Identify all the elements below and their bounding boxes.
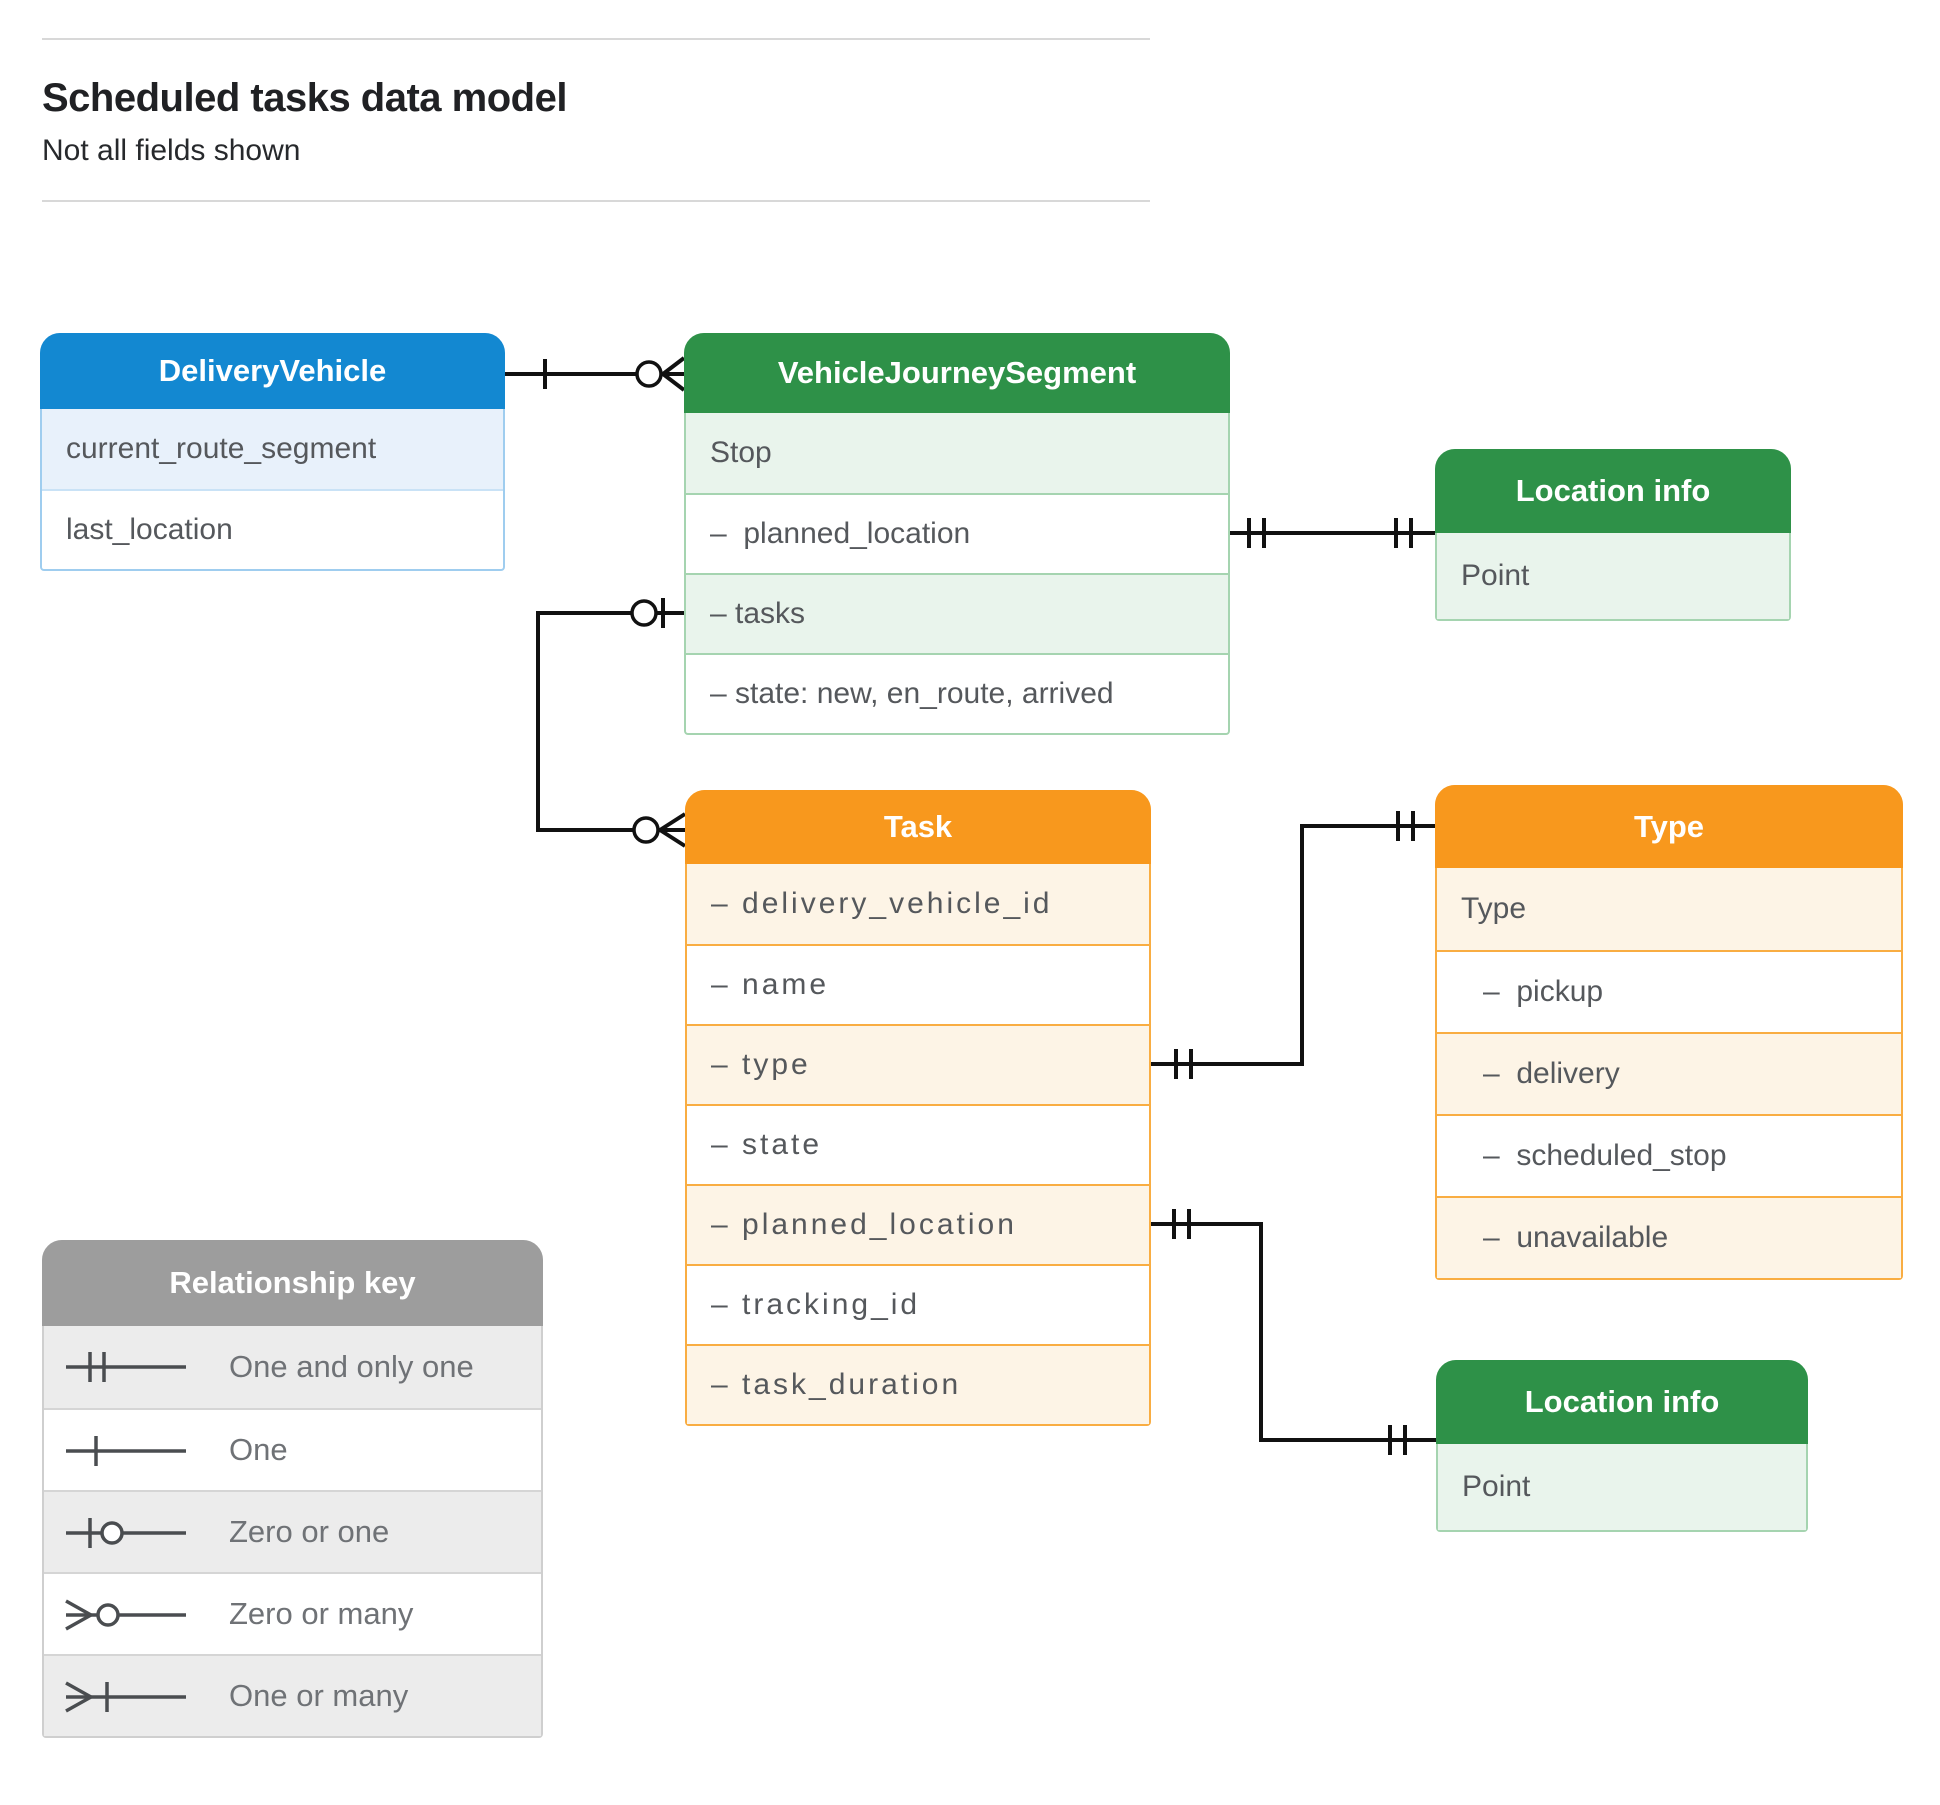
field-last-location: last_location <box>42 489 503 569</box>
legend-label: Zero or one <box>229 1514 390 1549</box>
page-title: Scheduled tasks data model <box>42 76 567 120</box>
legend-label: One and only one <box>229 1349 474 1384</box>
entity-location-info-top: Location info Point <box>1435 449 1791 621</box>
entity-location-info-bottom: Location info Point <box>1436 1360 1808 1532</box>
zero-or-one-icon <box>66 1518 186 1548</box>
entity-type: Type Type – pickup – delivery – schedule… <box>1435 785 1903 1280</box>
one-icon <box>66 1436 186 1466</box>
field-delivery-vehicle-id: – delivery_vehicle_id <box>687 864 1149 944</box>
one-or-many-icon <box>65 1681 186 1713</box>
connector-vehiclejourneysegment-to-location-info <box>1230 518 1435 548</box>
field-tasks: – tasks <box>686 573 1228 653</box>
one-and-only-one-glyph <box>1174 1049 1193 1079</box>
one-and-only-one-glyph <box>1396 811 1415 841</box>
connector-task-to-type <box>1151 811 1435 1079</box>
zero-or-many-icon <box>65 1599 186 1631</box>
entity-task: Task – delivery_vehicle_id – name – type… <box>685 790 1151 1426</box>
legend-label: One <box>229 1432 288 1467</box>
value-pickup: – pickup <box>1437 950 1901 1032</box>
relationship-key: Relationship key One and only one One Ze… <box>42 1240 543 1738</box>
page-subtitle: Not all fields shown <box>42 134 301 167</box>
entity-location-info-bottom-title: Location info <box>1436 1360 1808 1444</box>
legend-label: One or many <box>229 1678 409 1713</box>
top-rule <box>42 38 1150 40</box>
one-and-only-one-glyph <box>1388 1425 1407 1455</box>
field-stop: Stop <box>686 413 1228 493</box>
many-glyph <box>661 356 686 392</box>
zero-glyph <box>635 360 663 388</box>
zero-glyph <box>632 816 660 844</box>
legend-item-zero-or-many: Zero or many <box>44 1572 541 1654</box>
field-type-name: Type <box>1437 868 1901 950</box>
value-unavailable: – unavailable <box>1437 1196 1901 1278</box>
entity-type-title: Type <box>1435 785 1903 868</box>
connector-task-to-location-info <box>1151 1209 1436 1455</box>
field-tracking-id: – tracking_id <box>687 1264 1149 1344</box>
entity-vehicle-journey-segment-title: VehicleJourneySegment <box>684 333 1230 413</box>
field-task-duration: – task_duration <box>687 1344 1149 1424</box>
legend-item-one-or-many: One or many <box>44 1654 541 1736</box>
many-glyph <box>658 812 687 848</box>
legend-item-zero-or-one: Zero or one <box>44 1490 541 1572</box>
field-task-state: – state <box>687 1104 1149 1184</box>
one-and-only-one-icon <box>66 1352 186 1382</box>
value-delivery: – delivery <box>1437 1032 1901 1114</box>
connector-deliveryvehicle-to-vehiclejourneysegment <box>505 356 686 392</box>
entity-task-title: Task <box>685 790 1151 864</box>
entity-delivery-vehicle: DeliveryVehicle current_route_segment la… <box>40 333 505 571</box>
entity-vehicle-journey-segment: VehicleJourneySegment Stop – planned_loc… <box>684 333 1230 735</box>
bottom-rule <box>42 200 1150 202</box>
entity-location-info-top-title: Location info <box>1435 449 1791 533</box>
field-current-route-segment: current_route_segment <box>42 409 503 489</box>
one-and-only-one-glyph <box>1394 518 1413 548</box>
field-point: Point <box>1437 533 1789 619</box>
legend-item-one: One <box>44 1408 541 1490</box>
relationship-key-title: Relationship key <box>42 1240 543 1326</box>
entity-delivery-vehicle-title: DeliveryVehicle <box>40 333 505 409</box>
field-planned-location: – planned_location <box>686 493 1228 573</box>
value-scheduled-stop: – scheduled_stop <box>1437 1114 1901 1196</box>
legend-label: Zero or many <box>229 1596 414 1631</box>
field-point-bottom: Point <box>1438 1444 1806 1530</box>
field-task-planned-location: – planned_location <box>687 1184 1149 1264</box>
connector-vehiclejourneysegment-to-task <box>536 598 687 848</box>
field-name: – name <box>687 944 1149 1024</box>
one-and-only-one-glyph <box>1172 1209 1191 1239</box>
zero-glyph <box>630 599 658 627</box>
field-state: – state: new, en_route, arrived <box>686 653 1228 733</box>
legend-item-one-and-only-one: One and only one <box>44 1326 541 1408</box>
one-and-only-one-glyph <box>1247 518 1266 548</box>
field-type: – type <box>687 1024 1149 1104</box>
